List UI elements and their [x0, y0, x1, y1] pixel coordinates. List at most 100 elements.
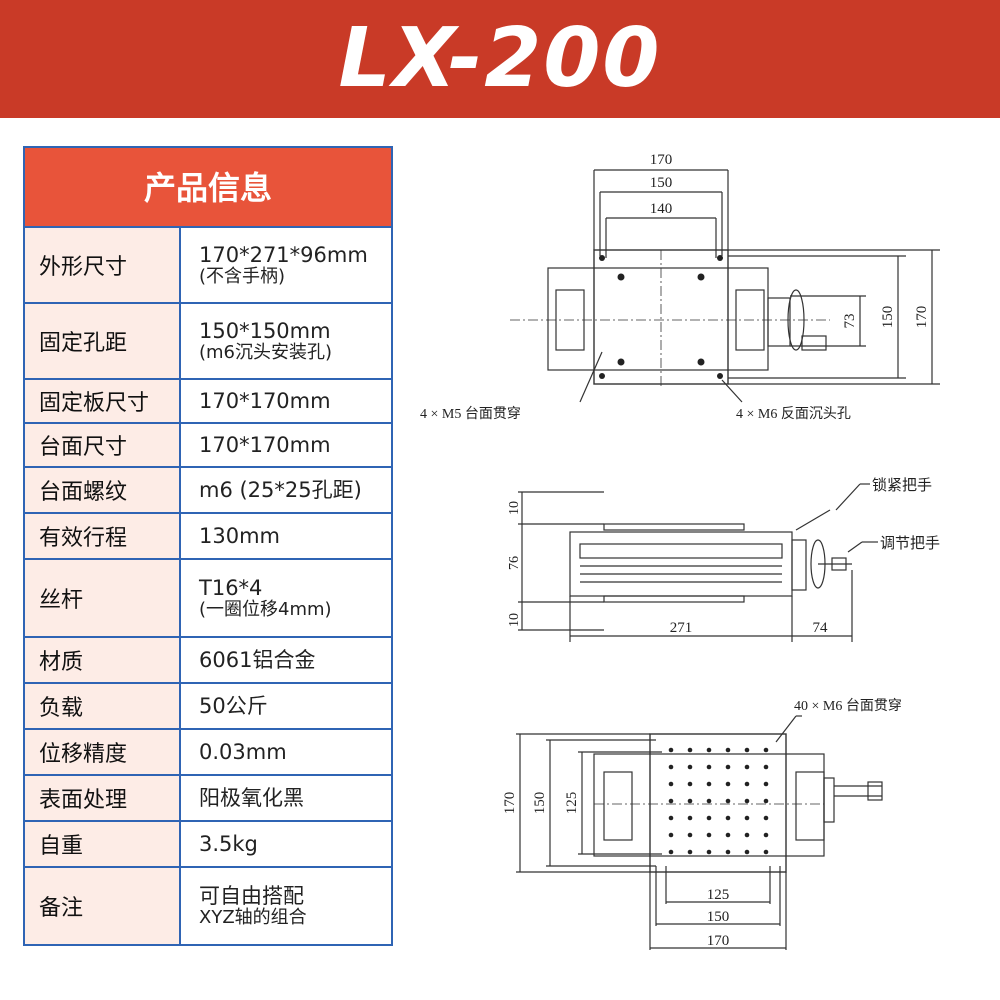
dim-140-top: 140	[650, 201, 673, 217]
mounting-hole	[744, 798, 750, 804]
page-title: LX-200	[338, 11, 662, 106]
mounting-hole	[744, 815, 750, 821]
mounting-hole	[687, 832, 693, 838]
dim-170-vertical: 170	[914, 306, 930, 329]
spec-note: (不含手柄)	[199, 265, 286, 287]
spec-row: 固定板尺寸 170*170mm	[25, 380, 391, 424]
mounting-hole	[706, 832, 712, 838]
mounting-hole	[744, 764, 750, 770]
dim-125-table-vertical: 125	[564, 792, 580, 815]
note-m5-holes: 4 × M5 台面贯穿	[420, 406, 521, 422]
mounting-hole	[725, 849, 731, 855]
spec-value-cell: m6 (25*25孔距)	[181, 468, 391, 512]
mounting-hole	[763, 832, 769, 838]
mounting-hole	[763, 764, 769, 770]
spec-value: 3.5kg	[199, 831, 258, 856]
mounting-hole	[706, 849, 712, 855]
mounting-hole	[668, 815, 674, 821]
mounting-hole	[706, 781, 712, 787]
spec-note: (一圈位移4mm)	[199, 598, 332, 620]
dim-150-table-horizontal: 150	[707, 909, 730, 925]
note-m6-holes: 4 × M6 反面沉头孔	[736, 406, 851, 422]
spec-value: 170*271*96mm	[199, 242, 368, 267]
label-adjust-handle: 调节把手	[880, 535, 940, 552]
spec-key: 表面处理	[25, 776, 181, 820]
spec-value: 50公斤	[199, 693, 268, 718]
mounting-hole	[687, 781, 693, 787]
mounting-hole	[668, 781, 674, 787]
spec-row: 负载 50公斤	[25, 684, 391, 730]
spec-value-cell: 150*150mm(m6沉头安装孔)	[181, 304, 391, 378]
top-view-drawing: 170 150 140 73 150 170 4 × M5 台面贯穿 4 × M…	[420, 152, 940, 422]
spec-key: 台面尺寸	[25, 424, 181, 466]
dim-74: 74	[813, 620, 829, 636]
spec-note: XYZ轴的组合	[199, 906, 307, 928]
spec-key: 外形尺寸	[25, 228, 181, 302]
spec-key: 材质	[25, 638, 181, 682]
spec-value: 170*170mm	[199, 388, 331, 413]
mounting-hole	[668, 832, 674, 838]
mounting-hole	[668, 849, 674, 855]
spec-key: 固定板尺寸	[25, 380, 181, 422]
mounting-hole	[687, 798, 693, 804]
mounting-hole	[706, 815, 712, 821]
spec-value-cell: 阳极氧化黑	[181, 776, 391, 820]
dim-170-table-horizontal: 170	[707, 933, 730, 949]
label-lock-handle: 锁紧把手	[872, 477, 932, 494]
spec-value-cell: 3.5kg	[181, 822, 391, 866]
spec-value: 0.03mm	[199, 739, 287, 764]
mounting-hole	[668, 764, 674, 770]
mounting-hole	[687, 747, 693, 753]
spec-key: 固定孔距	[25, 304, 181, 378]
mounting-hole	[725, 815, 731, 821]
mounting-hole	[725, 781, 731, 787]
title-banner	[0, 0, 1000, 118]
mounting-hole	[744, 849, 750, 855]
spec-value-cell: 170*170mm	[181, 380, 391, 422]
spec-key: 丝杆	[25, 560, 181, 636]
mounting-hole	[763, 781, 769, 787]
spec-row: 外形尺寸 170*271*96mm(不含手柄)	[25, 228, 391, 304]
spec-note: (m6沉头安装孔)	[199, 341, 333, 363]
mounting-hole	[763, 815, 769, 821]
dim-150-table-vertical: 150	[532, 792, 548, 815]
spec-value-cell: 50公斤	[181, 684, 391, 728]
mounting-hole	[725, 764, 731, 770]
dim-125-table-horizontal: 125	[707, 887, 730, 903]
spec-value-cell: 6061铝合金	[181, 638, 391, 682]
spec-row: 表面处理阳极氧化黑	[25, 776, 391, 822]
spec-row: 台面螺纹 m6 (25*25孔距)	[25, 468, 391, 514]
mounting-hole	[763, 849, 769, 855]
spec-value: m6 (25*25孔距)	[199, 477, 362, 502]
mounting-hole	[668, 798, 674, 804]
spec-value: 150*150mm	[199, 318, 331, 343]
dim-271: 271	[670, 620, 693, 636]
note-40-m6: 40 × M6 台面贯穿	[794, 698, 902, 714]
mounting-hole	[706, 764, 712, 770]
spec-value-cell: 170*170mm	[181, 424, 391, 466]
spec-table-header: 产品信息	[25, 148, 391, 228]
spec-key: 负载	[25, 684, 181, 728]
spec-value-cell: T16*4(一圈位移4mm)	[181, 560, 391, 636]
dim-10-top: 10	[507, 501, 522, 515]
mounting-hole	[687, 764, 693, 770]
dim-150-vertical: 150	[880, 306, 896, 329]
mounting-hole	[763, 747, 769, 753]
spec-key: 有效行程	[25, 514, 181, 558]
spec-value: 可自由搭配	[199, 883, 304, 908]
dim-150-top: 150	[650, 175, 673, 191]
spec-key: 备注	[25, 868, 181, 944]
spec-value: 6061铝合金	[199, 647, 316, 672]
mounting-hole	[725, 747, 731, 753]
mounting-hole	[706, 798, 712, 804]
spec-value-cell: 0.03mm	[181, 730, 391, 774]
spec-key: 台面螺纹	[25, 468, 181, 512]
